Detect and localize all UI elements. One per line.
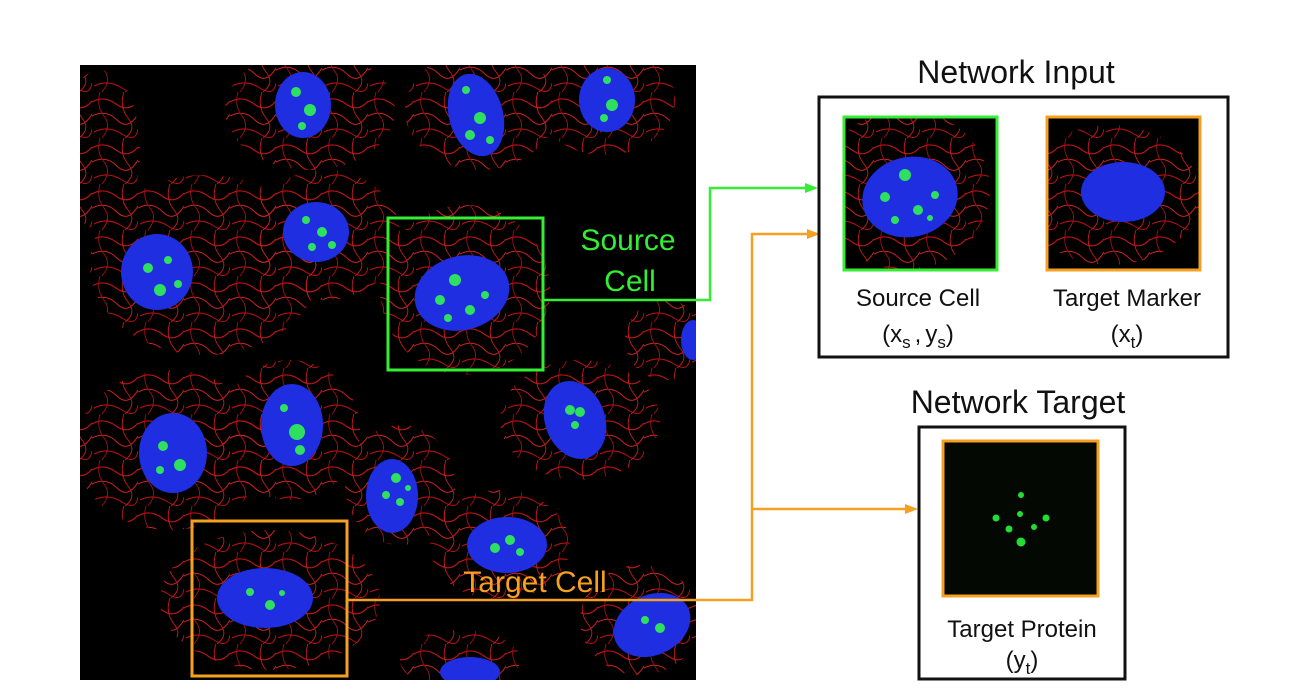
target-marker-thumbnail (1045, 115, 1202, 272)
source-label-line2: Cell (604, 265, 656, 298)
source-cell-box (386, 216, 545, 372)
network-target-frame (917, 425, 1127, 681)
network-input-title: Network Input (917, 54, 1115, 90)
target-cell-box (190, 519, 349, 678)
source-cell-caption: Source Cell (856, 285, 980, 312)
nucleoli (143, 76, 665, 633)
source-cell-formula: (xs,ys) (882, 321, 954, 352)
target-marker-formula: (xt) (1111, 321, 1144, 352)
network-target-title: Network Target (911, 384, 1126, 420)
target-cell-label: Target Cell (463, 566, 606, 599)
source-connector (543, 186, 806, 302)
target-marker-arrowhead (807, 229, 820, 239)
target-protein-caption: Target Protein (947, 616, 1096, 643)
target-protein-arrowhead (905, 504, 918, 514)
target-protein-thumbnail (941, 439, 1100, 598)
source-cell-thumbnail (842, 115, 999, 272)
network-input-frame (817, 95, 1230, 359)
microscopy-image (80, 65, 696, 680)
source-arrowhead (805, 183, 818, 193)
target-marker-caption: Target Marker (1053, 285, 1201, 312)
target-protein-formula: (yt) (1006, 647, 1039, 678)
cytoplasm-actin (80, 65, 696, 680)
source-label-line1: Source (580, 224, 675, 257)
target-connector (347, 232, 906, 602)
